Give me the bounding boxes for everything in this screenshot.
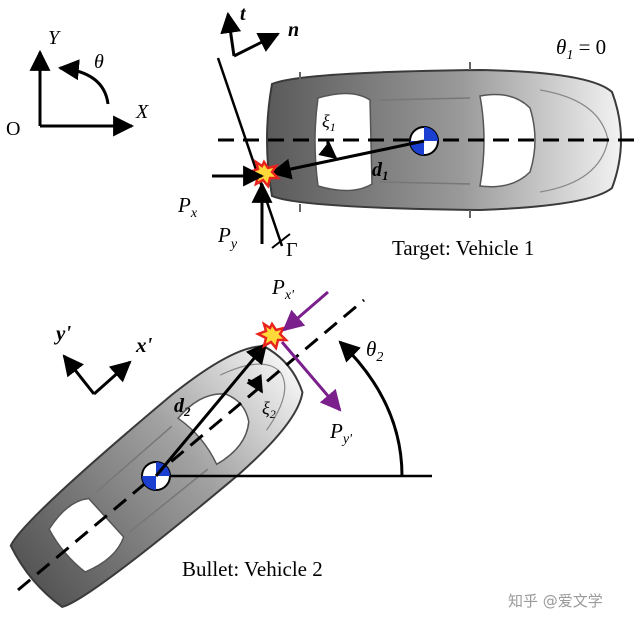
py-label: Py	[217, 223, 238, 252]
x-prime-label: x'	[135, 333, 153, 357]
xi1-arc	[318, 139, 338, 160]
impact-point-2	[254, 321, 290, 351]
py-prime-label: Py'	[329, 419, 353, 447]
xi2-label: ξ2	[262, 398, 276, 421]
d2-vector	[154, 342, 268, 477]
contact-line	[216, 57, 284, 247]
tn-frame: t n	[220, 3, 299, 58]
theta1-label: θ1 = 0	[556, 35, 606, 63]
d1-label: d1	[372, 159, 389, 183]
gamma-tick	[271, 233, 291, 249]
watermark: 知乎 @爱文学	[508, 592, 603, 610]
x-axis-label: X	[135, 101, 149, 123]
vehicle-2-centerline	[17, 298, 365, 592]
global-axes: Y X O θ	[6, 27, 149, 140]
xi1-label: ξ1	[322, 111, 336, 134]
theta2-arc	[338, 340, 404, 477]
y-axis-label: Y	[48, 27, 61, 49]
py-prime-arrow	[280, 341, 342, 412]
px-label: Px	[177, 193, 198, 221]
xi2-arc	[246, 373, 264, 394]
theta-label: θ	[94, 51, 104, 73]
vehicle-2-caption: Bullet: Vehicle 2	[182, 557, 323, 581]
vehicle-1-caption: Target: Vehicle 1	[392, 236, 534, 260]
y-prime-label: y'	[53, 321, 71, 345]
t-label: t	[240, 3, 247, 25]
theta2-label: θ2	[366, 337, 383, 365]
d2-label: d2	[174, 395, 191, 419]
gamma-label: Γ	[286, 239, 298, 261]
px-prime-label: Px'	[271, 275, 295, 303]
vehicle-2-frame: x' y'	[53, 321, 153, 396]
px-prime-arrow	[282, 290, 329, 332]
n-label: n	[288, 19, 299, 41]
origin-label: O	[6, 118, 20, 140]
d1-vector	[269, 139, 425, 180]
